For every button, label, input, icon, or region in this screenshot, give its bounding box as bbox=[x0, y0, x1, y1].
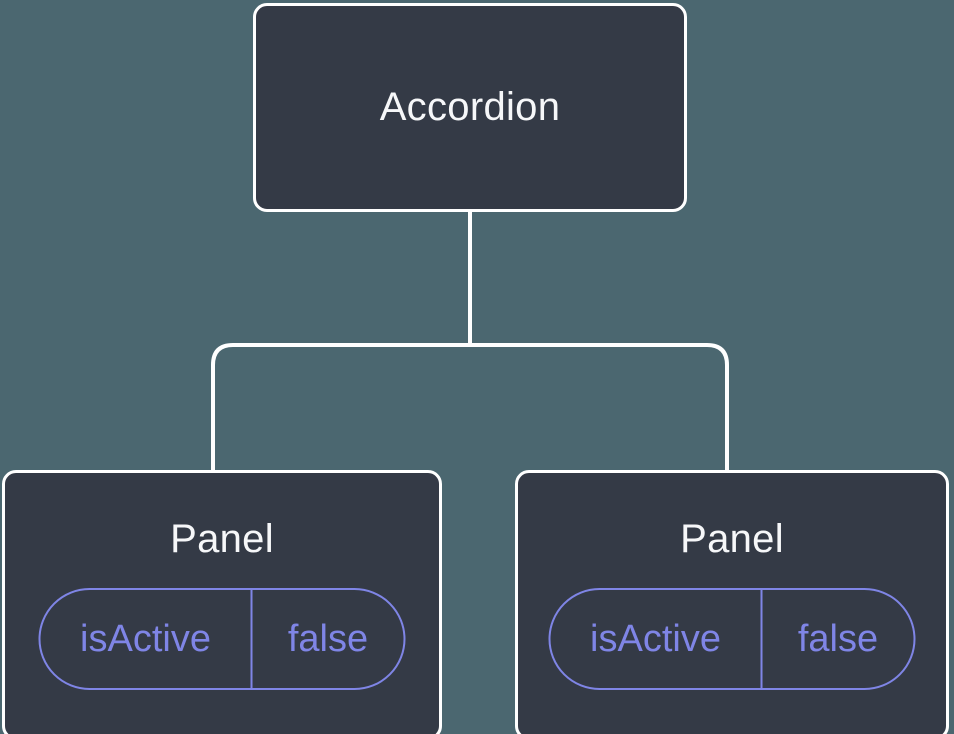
panel-node-right: Panel isActive false bbox=[515, 470, 949, 734]
prop-value: false bbox=[797, 617, 879, 660]
accordion-node: Accordion bbox=[253, 3, 687, 212]
prop-value: false bbox=[287, 617, 369, 660]
prop-name: isActive bbox=[551, 590, 763, 688]
prop-name: isActive bbox=[41, 590, 253, 688]
connector-bracket bbox=[211, 343, 729, 470]
state-prop-pill: isActive false bbox=[548, 588, 916, 690]
state-prop-pill: isActive false bbox=[38, 588, 406, 690]
panel-node-label: Panel bbox=[680, 517, 784, 561]
accordion-node-label: Accordion bbox=[379, 85, 561, 129]
panel-node-label: Panel bbox=[170, 517, 274, 561]
panel-node-left: Panel isActive false bbox=[2, 470, 442, 734]
